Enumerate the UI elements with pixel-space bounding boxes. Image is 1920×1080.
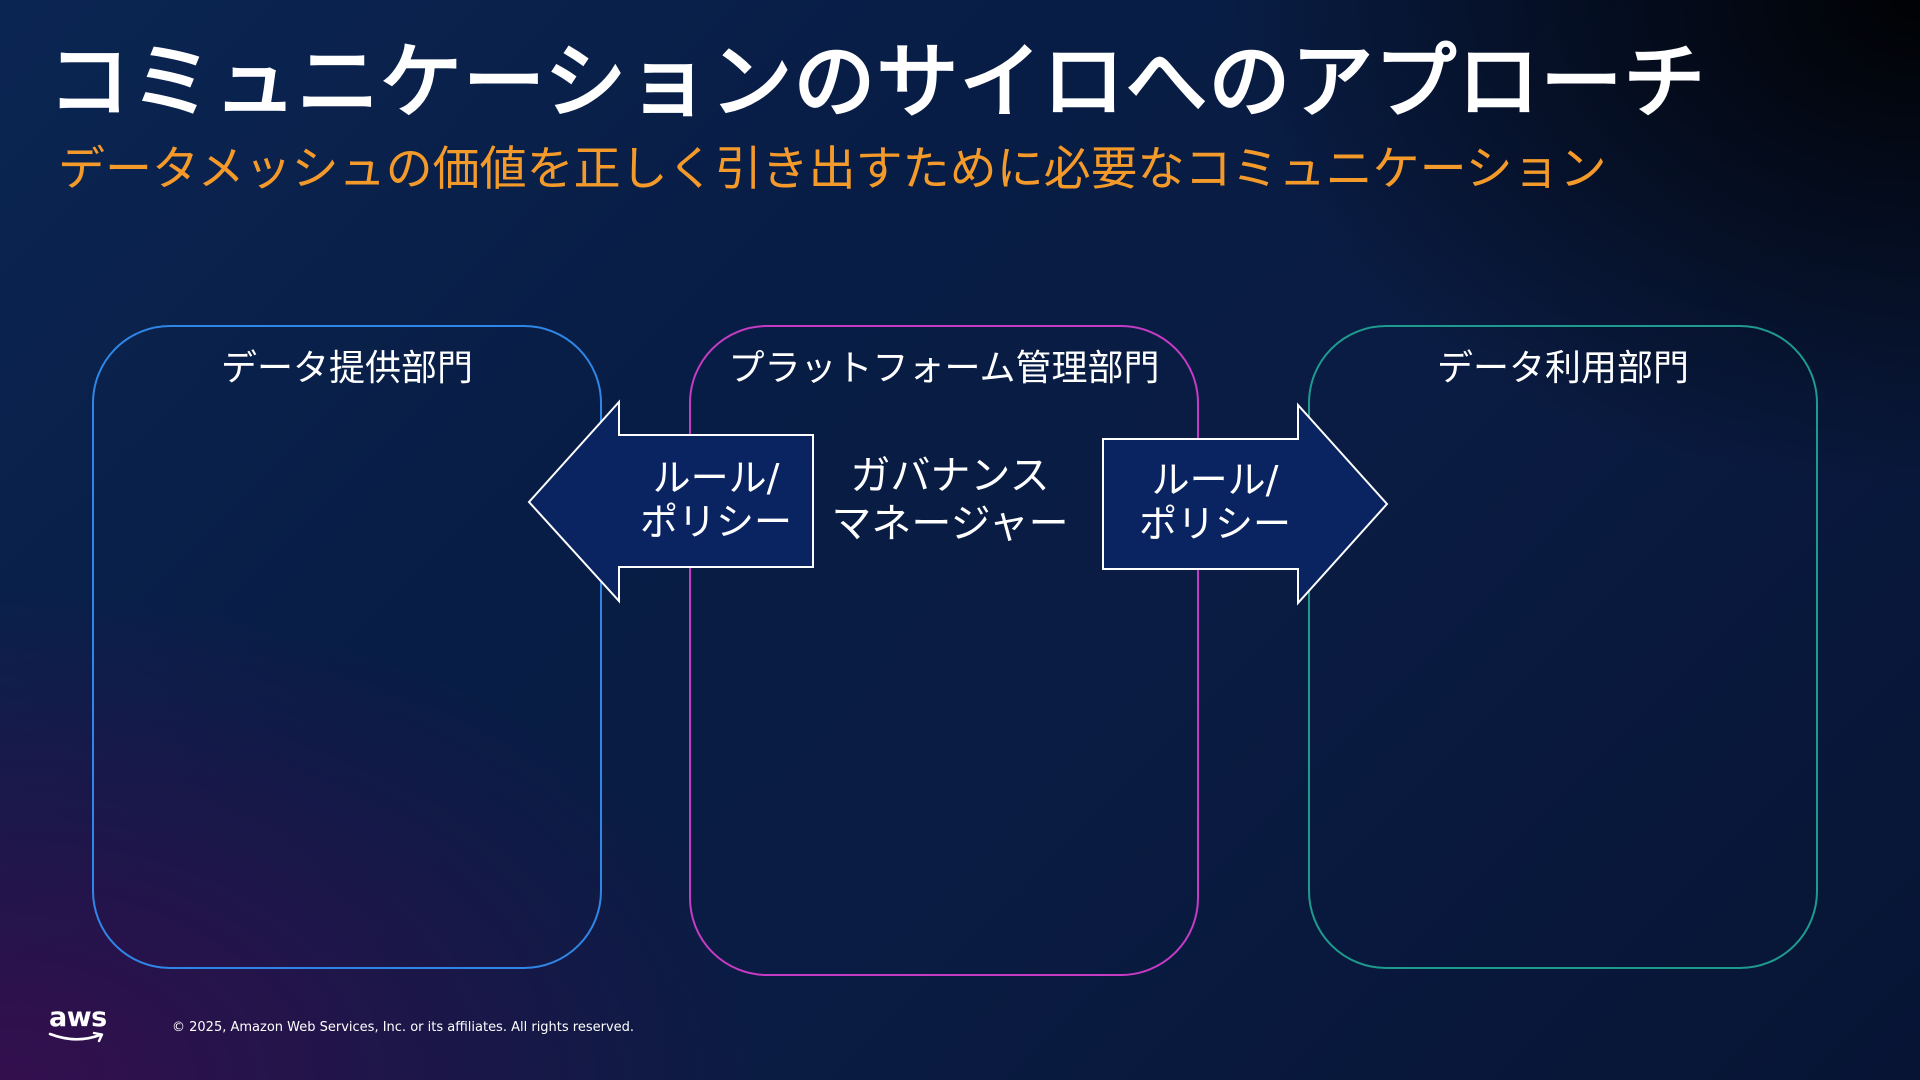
- governance-manager-line1: ガバナンス: [850, 453, 1050, 499]
- left-policy-arrow: [527, 399, 814, 604]
- right-policy-arrow: [1102, 402, 1389, 606]
- governance-manager-line2: マネージャー: [831, 501, 1069, 547]
- right-arrow-line1: ルール/: [1151, 458, 1279, 502]
- aws-logo-text: aws: [49, 1002, 107, 1033]
- data-provider-department-label: データ提供部門: [220, 348, 473, 389]
- data-consumer-department-box: データ利用部門: [1308, 325, 1818, 969]
- slide-title: コミュニケーションのサイロへのアプローチ: [48, 35, 1707, 130]
- right-arrow-line2: ポリシー: [1138, 502, 1291, 546]
- left-arrow-line2: ポリシー: [639, 500, 792, 544]
- governance-manager-label: ガバナンス マネージャー: [815, 452, 1085, 548]
- data-consumer-department-label: データ利用部門: [1436, 348, 1689, 389]
- platform-management-department-label: プラットフォーム管理部門: [728, 348, 1160, 389]
- platform-management-department-box: プラットフォーム管理部門: [689, 325, 1199, 976]
- slide-subtitle: データメッシュの価値を正しく引き出すために必要なコミュニケーション: [58, 142, 1607, 197]
- aws-smile-icon: [48, 1031, 104, 1043]
- left-arrow-policy-text: ルール/ ポリシー: [616, 456, 816, 544]
- copyright-notice: © 2025, Amazon Web Services, Inc. or its…: [172, 1020, 635, 1035]
- left-arrow-line1: ルール/: [652, 456, 780, 500]
- data-provider-department-box: データ提供部門: [92, 325, 602, 969]
- aws-logo: aws: [48, 1004, 108, 1048]
- right-arrow-policy-text: ルール/ ポリシー: [1105, 458, 1325, 546]
